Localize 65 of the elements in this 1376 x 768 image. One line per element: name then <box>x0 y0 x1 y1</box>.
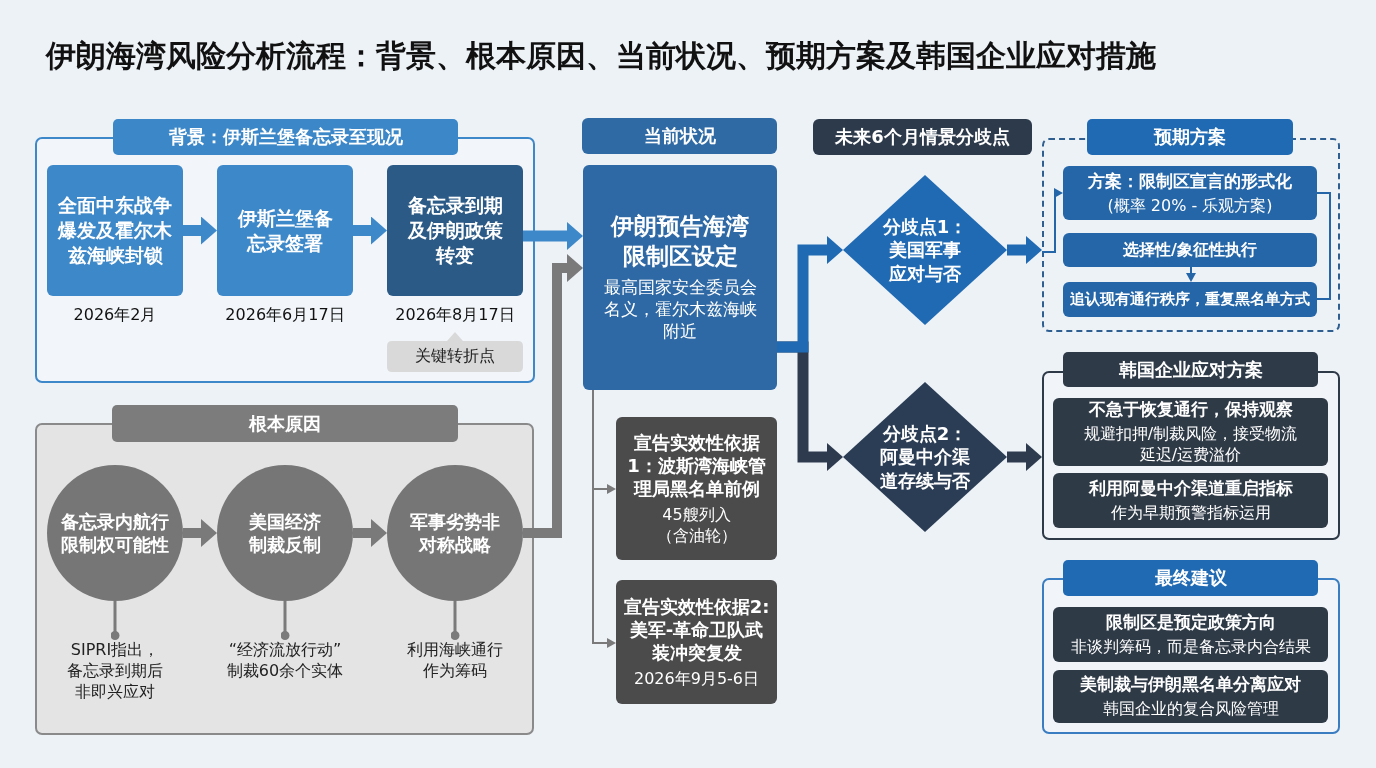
section-header: 预期方案 <box>1087 119 1293 155</box>
section-header: 韩国企业应对方案 <box>1063 352 1318 387</box>
recommendation-box <box>1053 670 1328 723</box>
date-label: 2026年6月17日 <box>224 303 346 326</box>
date-label: 2026年2月 <box>72 303 158 326</box>
arrow <box>353 519 387 547</box>
date-label: 2026年8月17日 <box>394 303 516 326</box>
box-title: 不急于恢复通行，保持观察 <box>1088 398 1293 421</box>
event-box: 备忘录到期及伊朗政策转变 <box>387 165 523 296</box>
cause-circle: 美国经济制裁反制 <box>217 465 353 601</box>
arrow <box>183 216 217 245</box>
decision-diamond: 分歧点1：美国军事应对与否 <box>843 175 1007 325</box>
cause-circle: 军事劣势非对称战略 <box>387 465 523 601</box>
scenario-box <box>1063 166 1317 220</box>
arrow <box>183 519 217 547</box>
note-text: 利用海峡通行作为筹码 <box>405 640 505 682</box>
box-text: 45艘列入（含油轮） <box>655 504 738 547</box>
box-text: 韩国企业的复合风险管理 <box>1102 699 1279 720</box>
section-header: 背景：伊斯兰堡备忘录至现况 <box>113 119 458 155</box>
response-box <box>1053 473 1328 528</box>
box-text: 2026年9月5-6日 <box>634 668 759 690</box>
box-title: 宣告实效性依据2:美军-革命卫队武装冲突复发 <box>622 594 771 665</box>
arrow <box>1007 443 1042 471</box>
section-header: 最终建议 <box>1063 560 1318 596</box>
box-text: 作为早期预警指标运用 <box>1110 503 1271 524</box>
arrow <box>1007 236 1042 264</box>
arrow <box>523 222 583 250</box>
pin-line <box>110 601 120 640</box>
box-title: 宣告实效性依据1：波斯湾海峡管理局黑名单前例 <box>626 430 767 501</box>
pin-line <box>280 601 290 640</box>
box-title: 限制区是预定政策方向 <box>1105 611 1276 634</box>
arrow <box>777 236 843 353</box>
decision-diamond: 分歧点2：阿曼中介渠道存续与否 <box>843 382 1007 532</box>
recommendation-box <box>1053 607 1328 662</box>
box-text: 规避扣押/制裁风险，接受物流延迟/运费溢价 <box>1082 424 1299 466</box>
box-title: 伊朗预告海湾限制区设定 <box>609 212 750 272</box>
note-text: SIPRI指出，备忘录到期后非即兴应对 <box>65 640 165 703</box>
box-text: 最高国家安全委员会名义，霍尔木兹海峡附近 <box>602 276 758 343</box>
pin-line <box>450 601 460 640</box>
arrow <box>592 389 616 494</box>
box-text: (概率 20% - 乐观方案) <box>1107 195 1273 217</box>
status-box <box>583 165 777 390</box>
arrow <box>523 254 583 538</box>
evidence-box <box>616 580 777 704</box>
arrow <box>353 216 387 245</box>
cause-circle: 备忘录内航行限制权可能性 <box>47 465 183 601</box>
section-header: 未来6个月情景分歧点 <box>813 119 1032 155</box>
box-title: 方案：限制区宣言的形式化 <box>1088 169 1292 192</box>
scenario-box: 选择性/象征性执行 <box>1063 233 1317 267</box>
box-text: 非谈判筹码，而是备忘录内合结果 <box>1070 637 1311 658</box>
box-title: 利用阿曼中介渠道重启指标 <box>1088 477 1293 500</box>
section-header: 当前状况 <box>582 118 777 154</box>
evidence-box <box>616 417 777 560</box>
callout-bubble: 关键转折点 <box>387 332 523 372</box>
event-box: 全面中东战争爆发及霍尔木兹海峡封锁 <box>47 165 183 296</box>
note-text: “经济流放行动”制裁60余个实体 <box>223 640 347 682</box>
scenario-box: 追认现有通行秩序，重复黑名单方式 <box>1063 282 1317 317</box>
response-box <box>1053 398 1328 466</box>
section-header: 根本原因 <box>112 405 458 442</box>
arrow <box>1041 188 1063 253</box>
box-title: 美制裁与伊朗黑名单分离应对 <box>1080 673 1301 696</box>
event-box: 伊斯兰堡备忘录签署 <box>217 165 353 296</box>
connector-line <box>1316 192 1331 300</box>
page-title: 伊朗海湾风险分析流程：背景、根本原因、当前状况、预期方案及韩国企业应对措施 <box>46 37 1156 75</box>
arrow <box>1186 266 1196 282</box>
